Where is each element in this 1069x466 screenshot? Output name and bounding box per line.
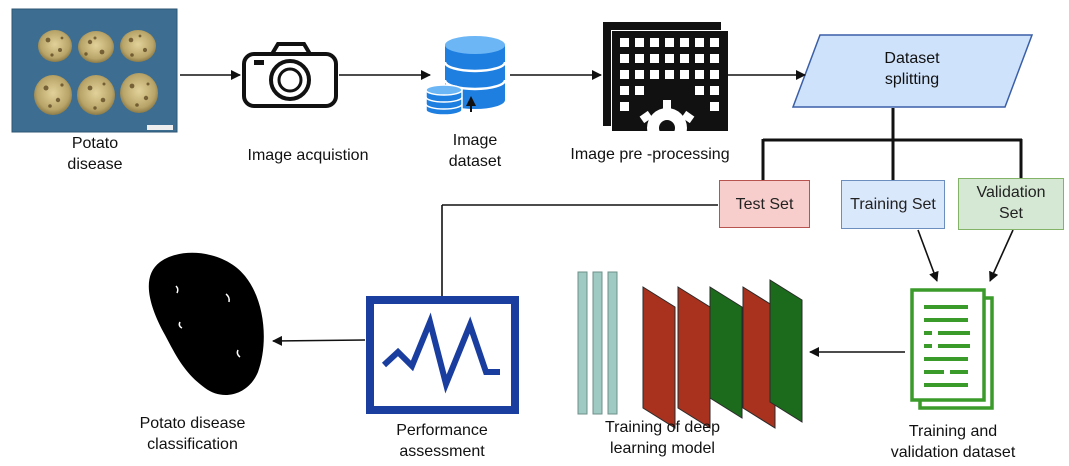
potato-disease-line1: Potato xyxy=(71,135,119,152)
deep-learning-line2: learning model xyxy=(610,440,715,457)
potato-photo xyxy=(11,8,178,133)
validation-set-box: Validation Set xyxy=(958,178,1064,230)
classification-line1: Potato disease xyxy=(139,415,246,432)
scale-bar xyxy=(147,125,173,130)
database-icon xyxy=(425,36,507,116)
image-dataset-line1: Image xyxy=(452,132,498,149)
deep-learning-line1: Training of deep xyxy=(604,419,721,436)
disease-spots xyxy=(43,34,150,110)
split-connector xyxy=(761,108,1023,180)
potato-disease-line2: disease xyxy=(67,156,123,173)
image-acquisition-text: Image acquistion xyxy=(247,147,369,164)
training-validation-line1: Training and xyxy=(908,423,998,440)
test-set-connector xyxy=(441,204,718,297)
conv-layers xyxy=(642,279,803,429)
validation-set-line2: Set xyxy=(998,205,1023,222)
deep-learning-label: Training of deep learning model xyxy=(585,417,740,459)
dataset-splitting-line1: Dataset xyxy=(884,50,940,67)
network-layers-icon xyxy=(577,271,803,429)
classification-label: Potato disease classification xyxy=(120,413,265,455)
merge-arrows xyxy=(917,229,1014,282)
potato-silhouette-icon xyxy=(148,252,264,395)
preprocessing-icon xyxy=(600,22,735,148)
line-chart-icon xyxy=(381,312,500,394)
camera-icon xyxy=(242,42,338,108)
test-set-box: Test Set xyxy=(719,180,810,228)
test-set-text: Test Set xyxy=(735,196,794,213)
potato-disease-label: Potato disease xyxy=(55,133,135,175)
dataset-splitting-label: Dataset splitting xyxy=(852,48,972,90)
preprocessing-label: Image pre -processing xyxy=(545,144,755,165)
input-layers xyxy=(577,271,618,415)
preprocessing-text: Image pre -processing xyxy=(570,146,730,163)
document-icon xyxy=(910,288,994,410)
small-disk-stack xyxy=(425,84,463,116)
training-validation-line2: validation dataset xyxy=(890,444,1016,461)
validation-set-line1: Validation xyxy=(976,184,1046,201)
monitor-icon xyxy=(366,296,519,414)
grid-windows xyxy=(620,38,719,111)
dataset-splitting-line2: splitting xyxy=(884,71,940,88)
performance-label: Performance assessment xyxy=(372,420,512,462)
training-set-box: Training Set xyxy=(841,180,945,229)
image-dataset-line2: dataset xyxy=(448,153,502,170)
classification-line2: classification xyxy=(147,436,238,453)
training-validation-label: Training and validation dataset xyxy=(868,421,1038,463)
arrow-to-classification xyxy=(272,335,366,346)
image-dataset-label: Image dataset xyxy=(430,130,520,172)
dataset-splitting-shape xyxy=(791,34,1034,108)
performance-line2: assessment xyxy=(399,443,485,460)
performance-line1: Performance xyxy=(396,422,488,439)
image-acquisition-label: Image acquistion xyxy=(218,145,398,166)
training-set-text: Training Set xyxy=(850,196,936,213)
